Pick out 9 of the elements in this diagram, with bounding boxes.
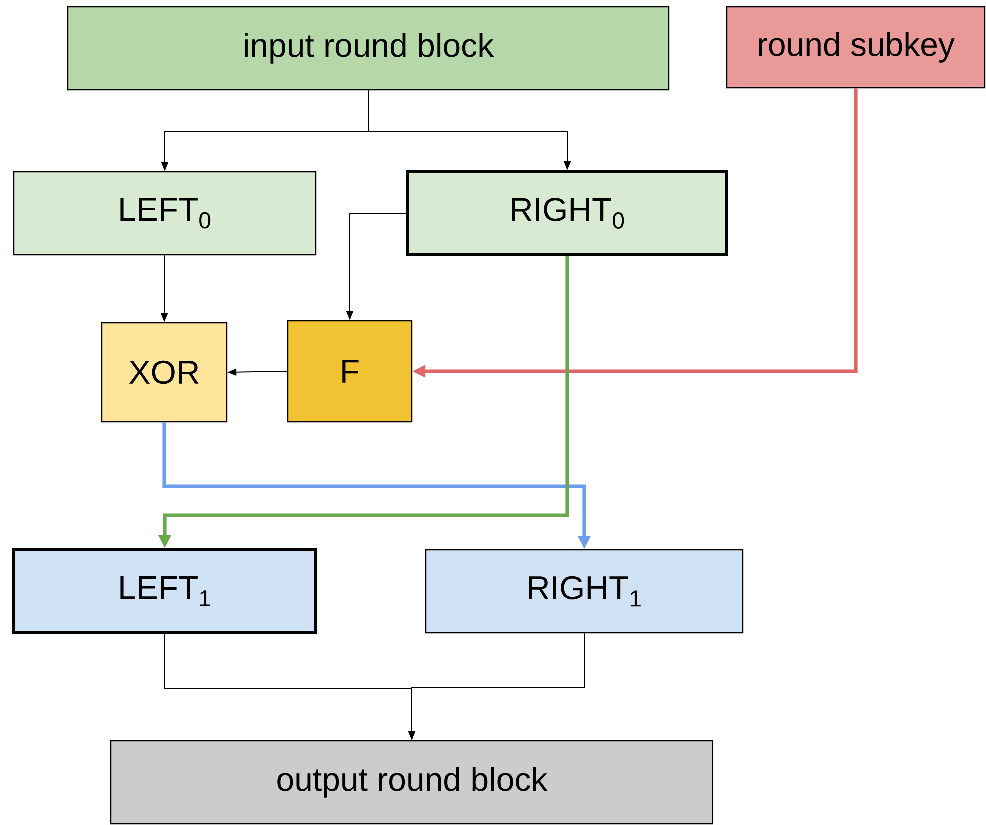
output-block-box: output round block bbox=[110, 740, 714, 825]
half-block-box: LEFT$_{0}$ bbox=[13, 171, 317, 256]
xor-box: XOR bbox=[101, 322, 228, 423]
half-block-box: RIGHT$_{1}$ bbox=[425, 549, 744, 634]
function-box: F bbox=[287, 320, 413, 423]
half-block-box: LEFT$_{1}$ bbox=[12, 548, 318, 634]
subkey-box: round subkey bbox=[726, 6, 986, 89]
half-block-box: RIGHT$_{0}$ bbox=[406, 170, 728, 256]
input-block-box: input round block bbox=[67, 6, 670, 91]
